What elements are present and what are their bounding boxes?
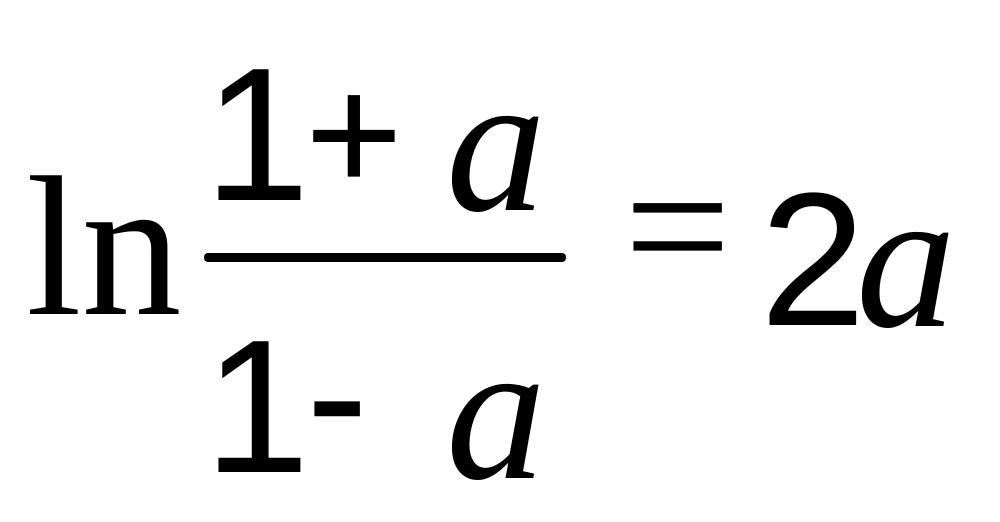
numerator-plus-sign: +	[304, 38, 404, 232]
numerator-one: 1	[204, 29, 310, 241]
equation: ln 1 + a 1 - a = 2 a	[26, 29, 956, 513]
ln-function: ln	[26, 137, 182, 358]
fraction-bar	[204, 253, 566, 262]
numerator-variable-a: a	[446, 33, 546, 254]
denominator-minus-sign: -	[308, 294, 367, 488]
rhs-variable-a: a	[856, 149, 956, 370]
denominator-variable-a: a	[446, 301, 546, 522]
equals-sign: =	[624, 122, 732, 332]
rhs-coefficient: 2	[760, 154, 866, 366]
denominator-one: 1	[204, 301, 310, 513]
